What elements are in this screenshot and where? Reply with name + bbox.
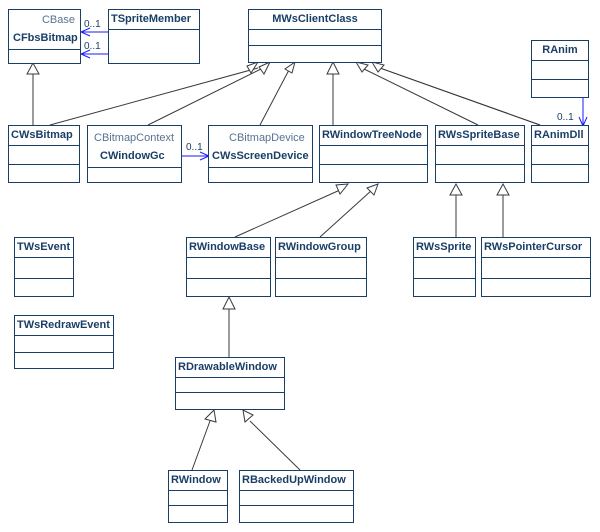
class-name-rbackedupwindow: RBackedUpWindow <box>240 471 353 491</box>
class-name-cwsscreendevice: CWsScreenDevice <box>212 150 309 162</box>
class-name-cfbsbitmap: CFbsBitmap <box>13 32 78 44</box>
class-name-rdrawablewindow: RDrawableWindow <box>176 358 284 378</box>
inheritance-cwsbitmap-mwsclientclass <box>49 67 259 126</box>
inheritance-arrowhead <box>204 408 217 423</box>
class-name-rwindow: RWindow <box>169 471 227 491</box>
class-rwsspritebase: RWsSpriteBase <box>435 125 525 183</box>
class-mwsclientclass: MWsClientClass <box>248 9 382 63</box>
association-arrowhead <box>79 27 91 37</box>
class-rwssprite: RWsSprite <box>413 237 476 297</box>
class-name-cwsbitmap: CWsBitmap <box>9 126 79 146</box>
class-tspritemember: TSpriteMember <box>108 9 200 64</box>
class-rwindowbase: RWindowBase <box>186 237 271 297</box>
stereotype-cbitmapcontext: CBitmapContext <box>94 132 175 144</box>
inheritance-arrowhead <box>222 295 236 310</box>
class-rwspointercursor: RWsPointerCursor <box>481 237 591 297</box>
inheritance-arrowhead <box>366 183 379 196</box>
inheritance-arrowhead <box>449 182 463 196</box>
class-name-rwspointercursor: RWsPointerCursor <box>482 238 590 258</box>
class-rbackedupwindow: RBackedUpWindow <box>239 470 354 523</box>
inheritance-arrowhead <box>258 60 272 75</box>
class-ranimdll: RAnimDll <box>531 125 589 183</box>
stereotype-cbitmapdevice: CBitmapDevice <box>229 132 305 144</box>
class-cwsbitmap: CWsBitmap <box>8 125 80 183</box>
class-name-cwindowgc: CWindowGc <box>100 150 165 162</box>
inheritance-rwindow-rdrawablewindow <box>191 420 211 471</box>
inheritance-arrowhead <box>354 61 369 73</box>
class-rwindowgroup: RWindowGroup <box>275 237 367 297</box>
class-rwindow: RWindow <box>168 470 228 523</box>
class-twsevent: TWsEvent <box>14 237 74 297</box>
multiplicity-label: 0..1 <box>557 112 574 123</box>
class-name-rwssprite: RWsSprite <box>414 238 475 258</box>
class-name-twsredrawevent: TWsRedrawEvent <box>15 316 113 336</box>
class-rdrawablewindow: RDrawableWindow <box>175 357 285 410</box>
inheritance-arrowhead <box>370 61 385 73</box>
class-cfbsbitmap: CBase CFbsBitmap <box>8 9 81 64</box>
inheritance-cwsscreendevice-mwsclientclass <box>259 67 291 126</box>
multiplicity-label: 0..1 <box>84 19 101 30</box>
inheritance-arrowhead <box>284 60 296 74</box>
class-cwindowgc: CBitmapContext CWindowGc <box>87 125 182 183</box>
class-name-rwindowtreenode: RWindowTreeNode <box>320 126 427 146</box>
inheritance-arrowhead <box>246 61 260 74</box>
class-name-rwindowgroup: RWindowGroup <box>276 238 366 258</box>
class-twsredrawevent: TWsRedrawEvent <box>14 315 114 369</box>
class-ranim: RAnim <box>531 40 589 98</box>
inheritance-cwindowgc-mwsclientclass <box>147 67 264 126</box>
class-name-twsevent: TWsEvent <box>15 238 73 258</box>
inheritance-arrowhead <box>496 182 510 196</box>
multiplicity-label: 0..1 <box>186 142 203 153</box>
inheritance-arrowhead <box>242 409 254 423</box>
inheritance-rwindowgroup-rwindowtreenode <box>319 189 373 238</box>
class-cwsscreendevice: CBitmapDevice CWsScreenDevice <box>208 125 313 183</box>
class-name-ranimdll: RAnimDll <box>532 126 588 146</box>
multiplicity-label: 0..1 <box>84 41 101 52</box>
inheritance-arrowhead <box>335 183 350 195</box>
class-name-ranim: RAnim <box>532 41 588 61</box>
class-name-rwindowbase: RWindowBase <box>187 238 270 258</box>
inheritance-rwsspritebase-mwsclientclass <box>361 67 479 126</box>
class-name-tspritemember: TSpriteMember <box>109 10 199 30</box>
inheritance-ranimdll-mwsclientclass <box>379 67 541 126</box>
inheritance-rwindowbase-rwindowtreenode <box>234 189 341 238</box>
inheritance-arrowhead <box>326 60 340 75</box>
inheritance-rbackedupwindow-rdrawablewindow <box>249 420 301 471</box>
class-name-rwsspritebase: RWsSpriteBase <box>436 126 524 146</box>
association-arrowhead <box>79 49 91 59</box>
inheritance-arrowhead <box>26 61 40 75</box>
class-rwindowtreenode: RWindowTreeNode <box>319 125 428 183</box>
stereotype-cbase: CBase <box>41 14 75 26</box>
class-name-mwsclientclass: MWsClientClass <box>249 10 381 30</box>
